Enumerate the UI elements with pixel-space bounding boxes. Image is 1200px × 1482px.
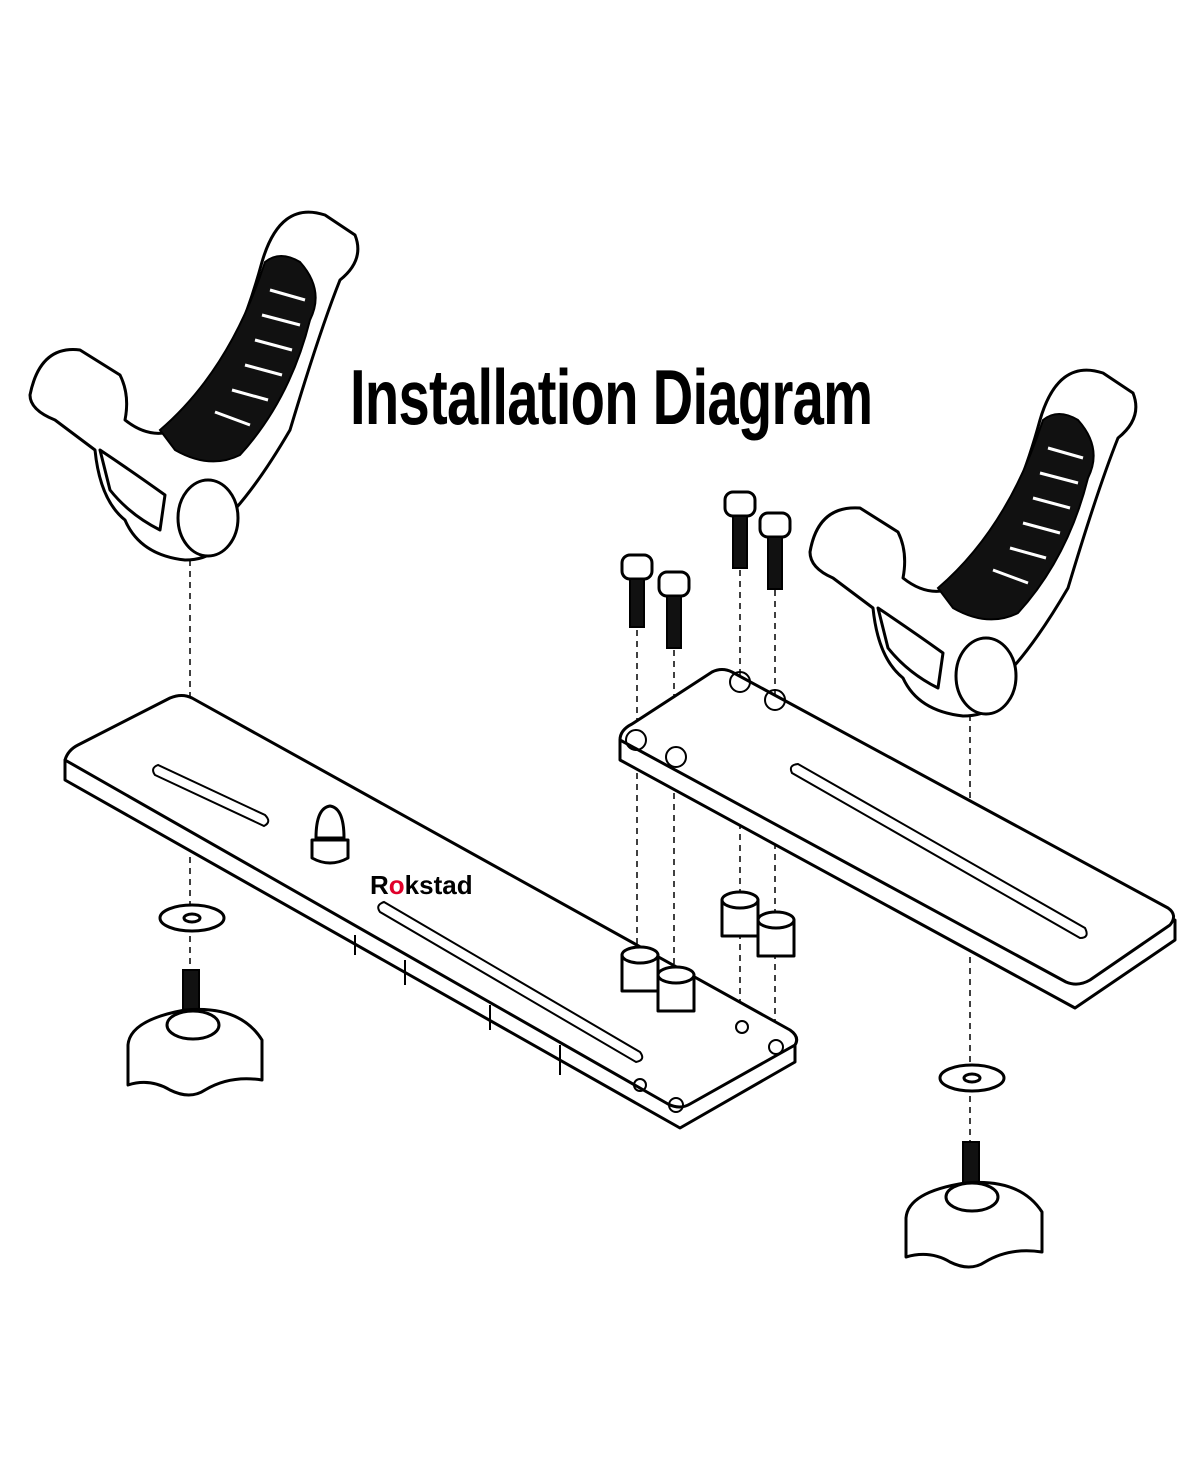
bolt bbox=[758, 511, 792, 590]
bolt bbox=[657, 570, 691, 649]
star-knob-left bbox=[126, 969, 264, 1097]
diagram-title: Installation Diagram bbox=[350, 353, 873, 441]
bolt bbox=[620, 553, 654, 628]
logo-o: o bbox=[388, 870, 405, 900]
spacers bbox=[620, 890, 796, 1013]
mounting-plate-right bbox=[618, 668, 1177, 1010]
logo-r: R bbox=[370, 870, 389, 900]
washer-right bbox=[938, 1063, 1006, 1093]
logo-rest: kstad bbox=[404, 870, 473, 900]
cradle-left bbox=[28, 210, 360, 562]
bolt bbox=[723, 490, 757, 569]
cradle-right bbox=[808, 368, 1138, 718]
washer-left bbox=[158, 903, 226, 933]
socket-cap-bolts bbox=[620, 490, 792, 649]
star-knob-right bbox=[904, 1141, 1044, 1269]
acorn-nut bbox=[310, 804, 350, 865]
